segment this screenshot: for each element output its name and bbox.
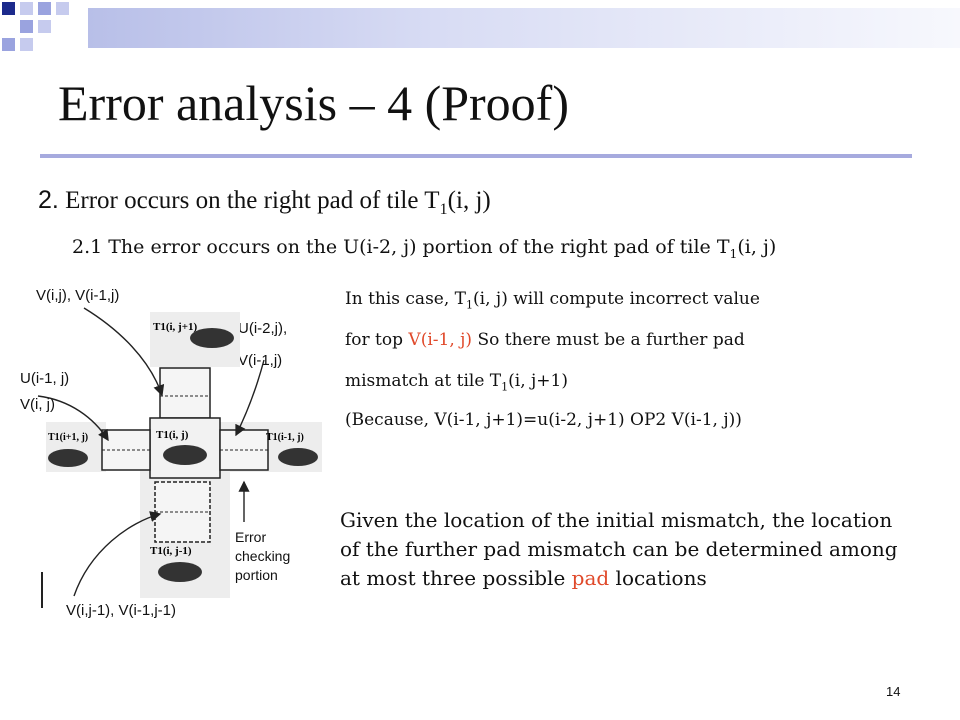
conclusion-paragraph: Given the location of the initial mismat… xyxy=(340,506,900,593)
section-number: 2. xyxy=(38,186,59,214)
label-right-top-2: V(i-1,j) xyxy=(238,352,283,369)
label-left-2: V(i, j) xyxy=(20,396,55,413)
tile-bottom-label: T1(i, j-1) xyxy=(150,545,192,557)
conclusion-tail: locations xyxy=(609,566,707,590)
tile-diagram: T1(i, j+1) T1(i, j) T1(i+1, j) T1(i-1, j… xyxy=(37,307,322,608)
section-heading-text: Error occurs on the right pad of tile T xyxy=(58,187,440,214)
top-gradient-bar xyxy=(88,8,960,48)
tile-top-ellipse xyxy=(190,328,234,348)
arrow-right-top xyxy=(235,359,265,437)
explanation-line-3: mismatch at tile T1(i, j+1) xyxy=(345,371,568,393)
explanation-line-3-sub: 1 xyxy=(501,380,509,394)
tile-right-label: T1(i-1, j) xyxy=(266,432,304,443)
label-error-checking: Error checking portion xyxy=(235,528,290,585)
label-error-2: checking xyxy=(235,548,291,564)
arrow-bottom xyxy=(73,511,162,597)
label-error-3: portion xyxy=(235,567,278,583)
tile-center-ellipse xyxy=(163,445,207,465)
tile-right-ellipse xyxy=(278,448,318,466)
label-error-1: Error xyxy=(235,529,267,545)
label-left-1: U(i-1, j) xyxy=(20,370,70,387)
explanation-line-1: In this case, T1(i, j) will compute inco… xyxy=(345,289,760,311)
explanation-line-1-tail: (i, j) will compute incorrect value xyxy=(473,289,760,309)
label-top-left: V(i,j), V(i-1,j) xyxy=(36,287,120,304)
tile-left-label: T1(i+1, j) xyxy=(48,432,88,443)
tile-bottom-ellipse xyxy=(158,562,202,582)
tile-left-ellipse xyxy=(48,449,88,467)
explanation-highlight: V(i-1, j) xyxy=(408,330,473,350)
section-heading-tail: (i, j) xyxy=(447,187,491,214)
title-rule xyxy=(40,154,912,158)
arrow-top-left xyxy=(83,307,165,397)
explanation-line-4: (Because, V(i-1, j+1)=u(i-2, j+1) OP2 V(… xyxy=(345,410,742,430)
label-right-top-1: U(i-2,j), xyxy=(238,320,288,337)
arrow-left xyxy=(37,395,109,442)
corner-decoration xyxy=(2,2,69,51)
explanation-line-2-tail: So there must be a further pad xyxy=(472,330,745,350)
conclusion-highlight: pad xyxy=(571,566,610,590)
tile-top-label: T1(i, j+1) xyxy=(153,321,197,333)
subsection-sub: 1 xyxy=(729,246,738,261)
section-heading-sub: 1 xyxy=(439,200,448,218)
explanation-line-2: for top V(i-1, j) So there must be a fur… xyxy=(345,330,745,350)
tile-center-label: T1(i, j) xyxy=(156,429,189,441)
explanation-line-3-text: mismatch at tile T xyxy=(345,371,502,391)
slide-title: Error analysis – 4 (Proof) xyxy=(58,75,569,131)
explanation-line-2-text: for top xyxy=(345,330,409,350)
explanation-line-3-tail: (i, j+1) xyxy=(508,371,568,391)
explanation-line-1-sub: 1 xyxy=(466,298,474,312)
conclusion-text: Given the location of the initial mismat… xyxy=(340,508,898,590)
pad-top xyxy=(159,367,211,419)
explanation-line-1-text: In this case, T xyxy=(345,289,467,309)
page-number: 14 xyxy=(886,684,901,699)
subsection-heading: 2.1 The error occurs on the U(i-2, j) po… xyxy=(72,236,776,261)
subsection-text: 2.1 The error occurs on the U(i-2, j) po… xyxy=(72,236,730,258)
label-bottom: V(i,j-1), V(i-1,j-1) xyxy=(66,602,177,619)
subsection-tail: (i, j) xyxy=(737,236,777,258)
section-heading: 2. Error occurs on the right pad of tile… xyxy=(38,186,491,219)
